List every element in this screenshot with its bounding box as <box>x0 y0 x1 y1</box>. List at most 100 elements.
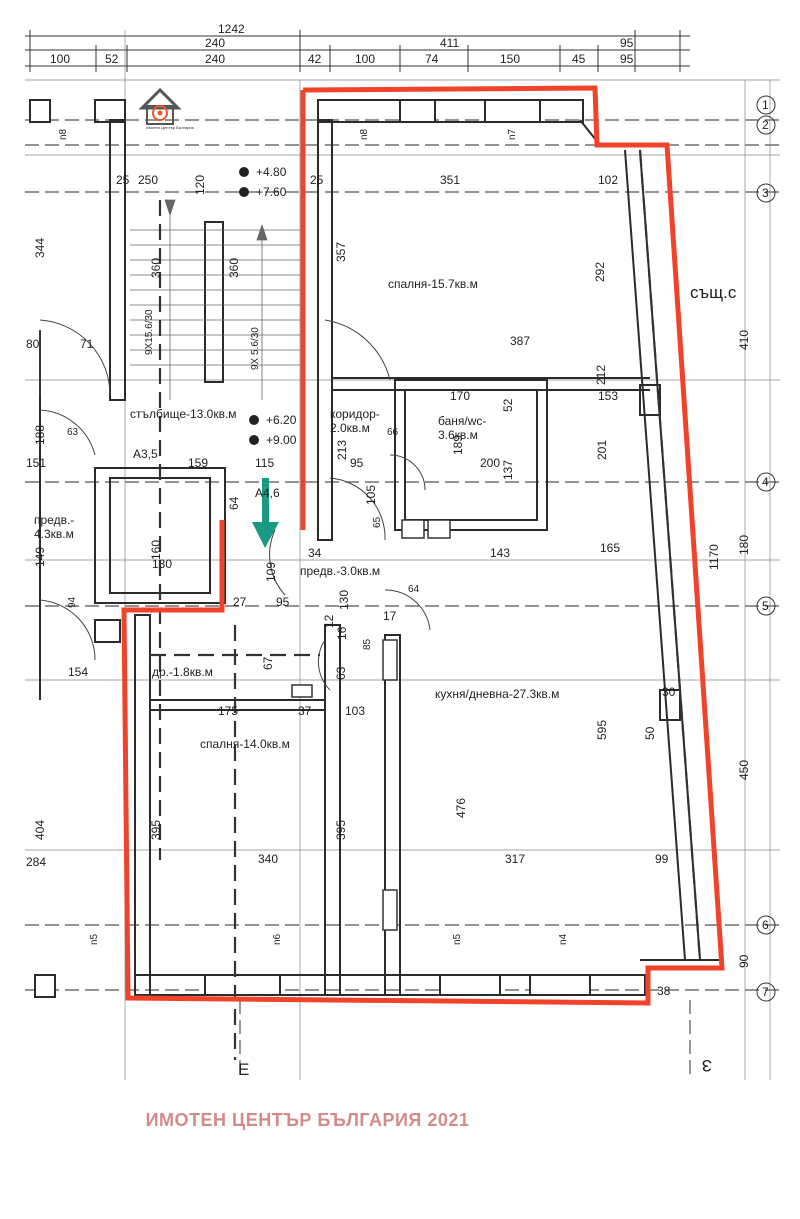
dim-64: 64 <box>227 496 241 510</box>
door-85: 85 <box>362 638 373 650</box>
door-codes: n8 n8 n7 n5 n6 n5 n4 63 66 65 64 85 94 <box>58 128 569 945</box>
dim-595: 595 <box>595 720 609 740</box>
room-bathroom-2: 3.6кв.м <box>438 428 478 442</box>
dim-1170: 1170 <box>707 544 721 570</box>
dim-95: 95 <box>350 456 364 470</box>
dim-38: 38 <box>657 984 671 998</box>
dim-99: 99 <box>655 852 669 866</box>
dim-120: 120 <box>193 175 207 195</box>
room-bedroom-north: спалня-15.7кв.м <box>388 277 478 291</box>
axis-markers <box>756 95 776 1002</box>
dim-top-100b: 100 <box>355 52 375 66</box>
dim-63: 63 <box>334 666 348 680</box>
door-94: 94 <box>67 596 78 608</box>
dim-159: 159 <box>188 456 208 470</box>
dim-189: 189 <box>451 435 465 455</box>
level-620: +6.20 <box>266 413 297 427</box>
apartment-outline <box>121 85 725 1006</box>
room-kitchen-living: кухня/дневна-27.3кв.м <box>435 687 559 701</box>
door-n5-west: n5 <box>89 933 100 945</box>
stair-mark-1: 9X15.6/30 <box>144 309 155 355</box>
dim-12: 12 <box>322 614 336 628</box>
dim-80: 80 <box>26 337 40 351</box>
stair-treads <box>130 199 300 400</box>
dim-250: 250 <box>138 173 158 187</box>
dim-total-width: 1242 <box>218 22 245 36</box>
dashed-lines <box>150 149 702 1060</box>
dimension-labels: 351 102 250 25 25 120 357 344 360 360 29… <box>26 173 751 998</box>
dim-top-52: 52 <box>105 52 119 66</box>
room-corridor-1: коридор- <box>330 407 380 421</box>
dim-212: 212 <box>594 365 608 385</box>
door-65: 65 <box>372 516 383 528</box>
dim-top-150: 150 <box>500 52 520 66</box>
dim-357: 357 <box>334 242 348 262</box>
dim-130b: 130 <box>337 590 351 610</box>
room-corridor-2: 2.0кв.м <box>330 421 370 435</box>
dim-16: 16 <box>335 626 349 640</box>
dim-30: 30 <box>662 685 676 699</box>
dim-37: 37 <box>298 704 312 718</box>
dim-410: 410 <box>737 330 751 350</box>
room-storage: др.-1.8кв.м <box>152 665 213 679</box>
door-n5: n5 <box>452 933 463 945</box>
room-bedroom-south: спалня-14.0кв.м <box>200 737 290 751</box>
dim-175: 175 <box>218 704 238 718</box>
dim-151: 151 <box>26 456 46 470</box>
axis-letter-east: З <box>702 1056 712 1075</box>
dim-170: 170 <box>450 389 470 403</box>
dim-top-411: 411 <box>440 36 459 50</box>
dim-476: 476 <box>454 798 468 818</box>
door-swings <box>39 319 431 691</box>
dim-200: 200 <box>480 456 500 470</box>
axis-4: 4 <box>762 475 769 489</box>
axis-2: 2 <box>762 118 769 132</box>
door-n8: n8 <box>359 128 370 140</box>
dim-25b: 25 <box>310 173 324 187</box>
door-n8-west: n8 <box>58 128 69 140</box>
door-n4: n4 <box>558 933 569 945</box>
room-bathroom-1: баня/wc- <box>438 414 486 428</box>
mark-a35: А3,5 <box>133 447 158 461</box>
dim-340: 340 <box>258 852 278 866</box>
room-entry-west-1: предв.- <box>34 513 74 527</box>
door-66: 66 <box>387 427 399 438</box>
dim-top-240: 240 <box>205 36 225 50</box>
dim-109: 109 <box>264 562 278 582</box>
dim-90: 90 <box>737 954 751 968</box>
dim-360b: 360 <box>227 258 241 278</box>
door-64: 64 <box>408 584 420 595</box>
dim-395b: 395 <box>334 820 348 840</box>
dim-17: 17 <box>383 609 397 623</box>
dim-34: 34 <box>308 546 322 560</box>
entrance-arrow <box>252 478 279 548</box>
door-n6: n6 <box>272 933 283 945</box>
door-n7: n7 <box>507 128 518 140</box>
level-900: +9.00 <box>266 433 297 447</box>
axis-7: 7 <box>762 985 769 999</box>
dim-165: 165 <box>600 541 620 555</box>
dim-395a: 395 <box>149 820 163 840</box>
dim-102: 102 <box>598 173 618 187</box>
dim-360a: 360 <box>149 258 163 278</box>
dim-213: 213 <box>335 440 349 460</box>
dim-top-240b: 240 <box>205 52 225 66</box>
level-markers <box>239 167 259 445</box>
dim-50: 50 <box>643 726 657 740</box>
dim-103: 103 <box>345 704 365 718</box>
level-760: +7.60 <box>256 185 287 199</box>
sanitary-fixtures <box>291 519 451 931</box>
room-entry: предв.-3.0кв.м <box>300 564 380 578</box>
dim-317: 317 <box>505 852 525 866</box>
dim-160: 160 <box>149 540 163 560</box>
dim-284: 284 <box>26 855 46 869</box>
dim-137: 137 <box>501 460 515 480</box>
dim-95b: 95 <box>276 595 290 609</box>
stair-mark-2: 9X 5.6/30 <box>250 327 261 370</box>
dim-top-95b: 95 <box>620 52 634 66</box>
axis-6: 6 <box>762 918 769 932</box>
dim-71: 71 <box>80 337 94 351</box>
dim-404: 404 <box>33 820 47 840</box>
axis-1: 1 <box>762 98 769 112</box>
top-dimension-lines <box>25 30 690 72</box>
